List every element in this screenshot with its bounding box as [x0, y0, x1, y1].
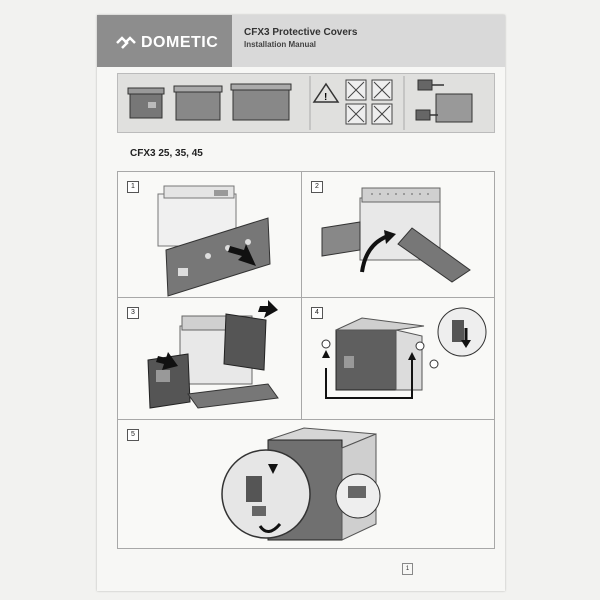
detail-circle-left [221, 449, 311, 539]
dometic-logo-icon [116, 36, 136, 49]
no-flame-icon [371, 79, 393, 101]
detail-circle [437, 307, 487, 357]
title-box: CFX3 Protective Covers Installation Manu… [232, 15, 505, 67]
warning-icon: ! [312, 82, 340, 103]
cover-panel-illustration [321, 221, 471, 283]
side-cover-left-illustration [147, 353, 191, 409]
brand-name: DOMETIC [141, 34, 219, 51]
cooler-small-illustration [127, 87, 165, 119]
step-number: 2 [311, 181, 323, 193]
step-number: 1 [127, 181, 139, 193]
strap-path-icon [322, 350, 416, 399]
no-wash-icon [345, 79, 367, 101]
logo-box: DOMETIC [97, 15, 232, 67]
cover-panel-illustration [165, 217, 271, 297]
no-sharp-icon [345, 103, 367, 125]
brand-logo: DOMETIC [115, 34, 218, 52]
no-stack-icon [371, 103, 393, 125]
overview-bar: ! [117, 73, 495, 133]
step-number: 3 [127, 307, 139, 319]
rotate-arrow-icon [360, 230, 396, 273]
step-2-panel: 2 [301, 171, 495, 299]
detail-circle-right [335, 473, 381, 519]
step-number: 4 [311, 307, 323, 319]
document-title: CFX3 Protective Covers [244, 27, 358, 38]
header: DOMETIC CFX3 Protective Covers Installat… [97, 15, 505, 67]
step-3-panel: 3 [117, 297, 303, 421]
step-number: 5 [127, 429, 139, 441]
arrow-icon [156, 300, 278, 370]
step-1-panel: 1 [117, 171, 303, 299]
section-title: CFX3 25, 35, 45 [130, 148, 203, 159]
arrow-icon [228, 244, 256, 266]
svg-text:!: ! [324, 92, 327, 103]
manual-page: DOMETIC CFX3 Protective Covers Installat… [97, 15, 505, 591]
side-cover-right-illustration [223, 313, 267, 371]
page-number: 1 [402, 563, 413, 575]
covered-cooler-illustration [335, 317, 425, 391]
cooler-medium-illustration [173, 85, 223, 121]
step-4-panel: 4 [301, 297, 495, 421]
cooler-large-illustration [230, 83, 292, 121]
step-5-panel: 5 [117, 419, 495, 549]
cover-removal-illustration [415, 79, 473, 123]
document-subtitle: Installation Manual [244, 40, 317, 49]
